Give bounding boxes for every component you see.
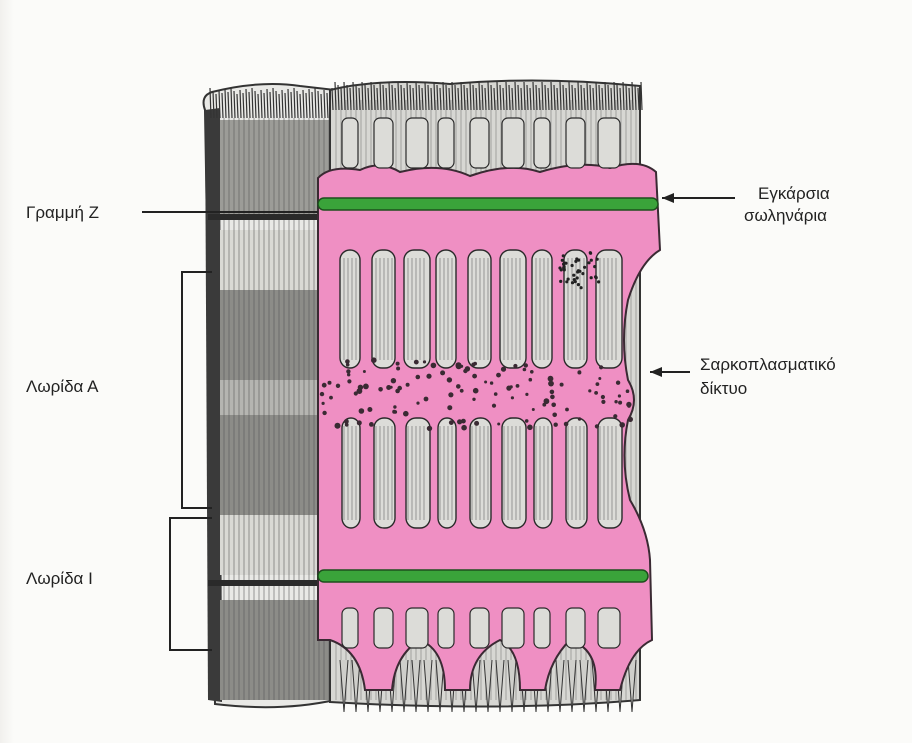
h-zone [220,380,332,415]
a-band-label: Λωρίδα Α [26,376,99,398]
i-band-bracket [170,518,212,650]
z-line-lower [208,580,326,586]
sr-arrowhead [650,367,662,377]
i-band-label: Λωρίδα Ι [26,568,93,590]
z-line-upper [208,214,326,220]
fiber-edge [205,108,222,702]
i-band-segment [220,515,332,575]
t-tubules-label-line1: Εγκάρσια [758,183,830,205]
i-band-segment [220,230,332,290]
sr-label-line1: Σαρκοπλασματικό [700,354,836,376]
myofibril-left [204,84,335,707]
t-tubule-arrowhead [662,193,674,203]
sr-label-line2: δίκτυο [700,378,747,400]
t-tubule-lower [318,570,648,582]
z-line-label: Γραμμή Ζ [26,202,99,224]
t-tubules-label-line2: σωληνάρια [744,205,827,227]
a-band-segment [220,120,332,215]
t-tubule-upper [318,198,658,210]
a-band-segment [220,600,332,700]
